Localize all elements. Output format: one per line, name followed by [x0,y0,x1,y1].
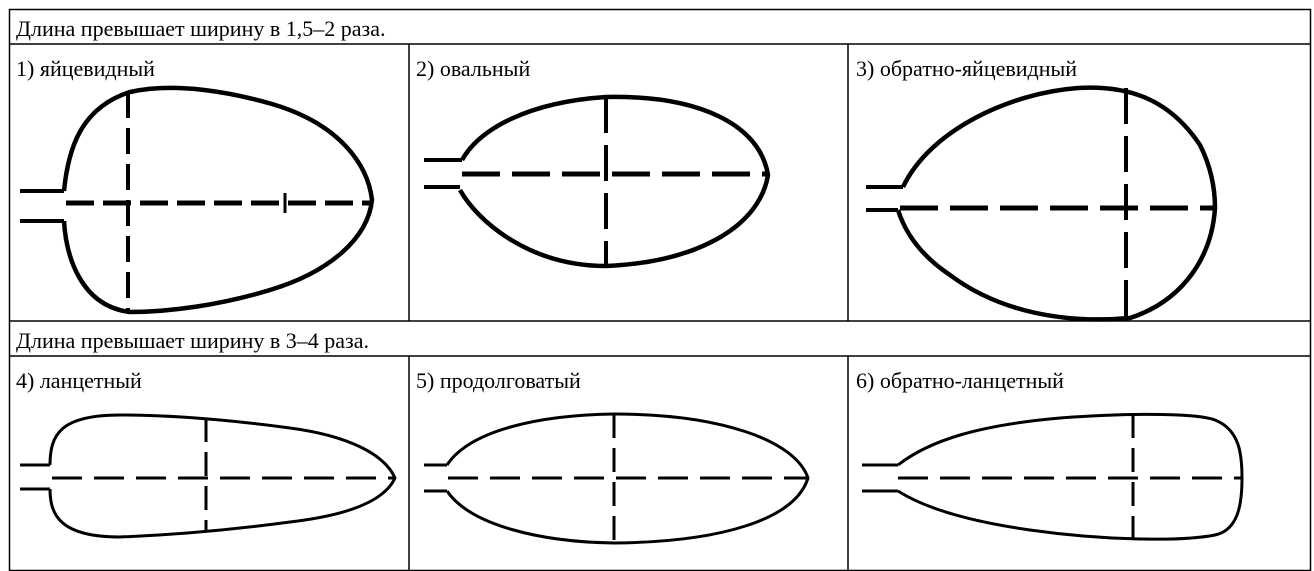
label-oval: 2) овальный [416,56,531,81]
label-obovate: 3) обратно-яйцевидный [856,56,1078,81]
label-oblong: 5) продолговатый [416,368,581,393]
ovate-leaf-outline [61,85,375,315]
obovate-petiole [866,185,903,212]
oval-petiole [424,158,462,189]
label-ovate: 1) яйцевидный [16,56,155,81]
oblanceolate-petiole [862,463,898,493]
label-oblanceolate: 6) обратно-ланцетный [856,368,1064,393]
section-heading-ratio-3-4: Длина превышает ширину в 3–4 раза. [16,328,369,353]
ovate-petiole [20,189,64,223]
section-heading-ratio-1.5-2: Длина превышает ширину в 1,5–2 раза. [16,16,386,41]
oblong-petiole [424,463,447,493]
label-lanceolate: 4) ланцетный [16,368,142,393]
lanceolate-petiole [20,463,50,491]
